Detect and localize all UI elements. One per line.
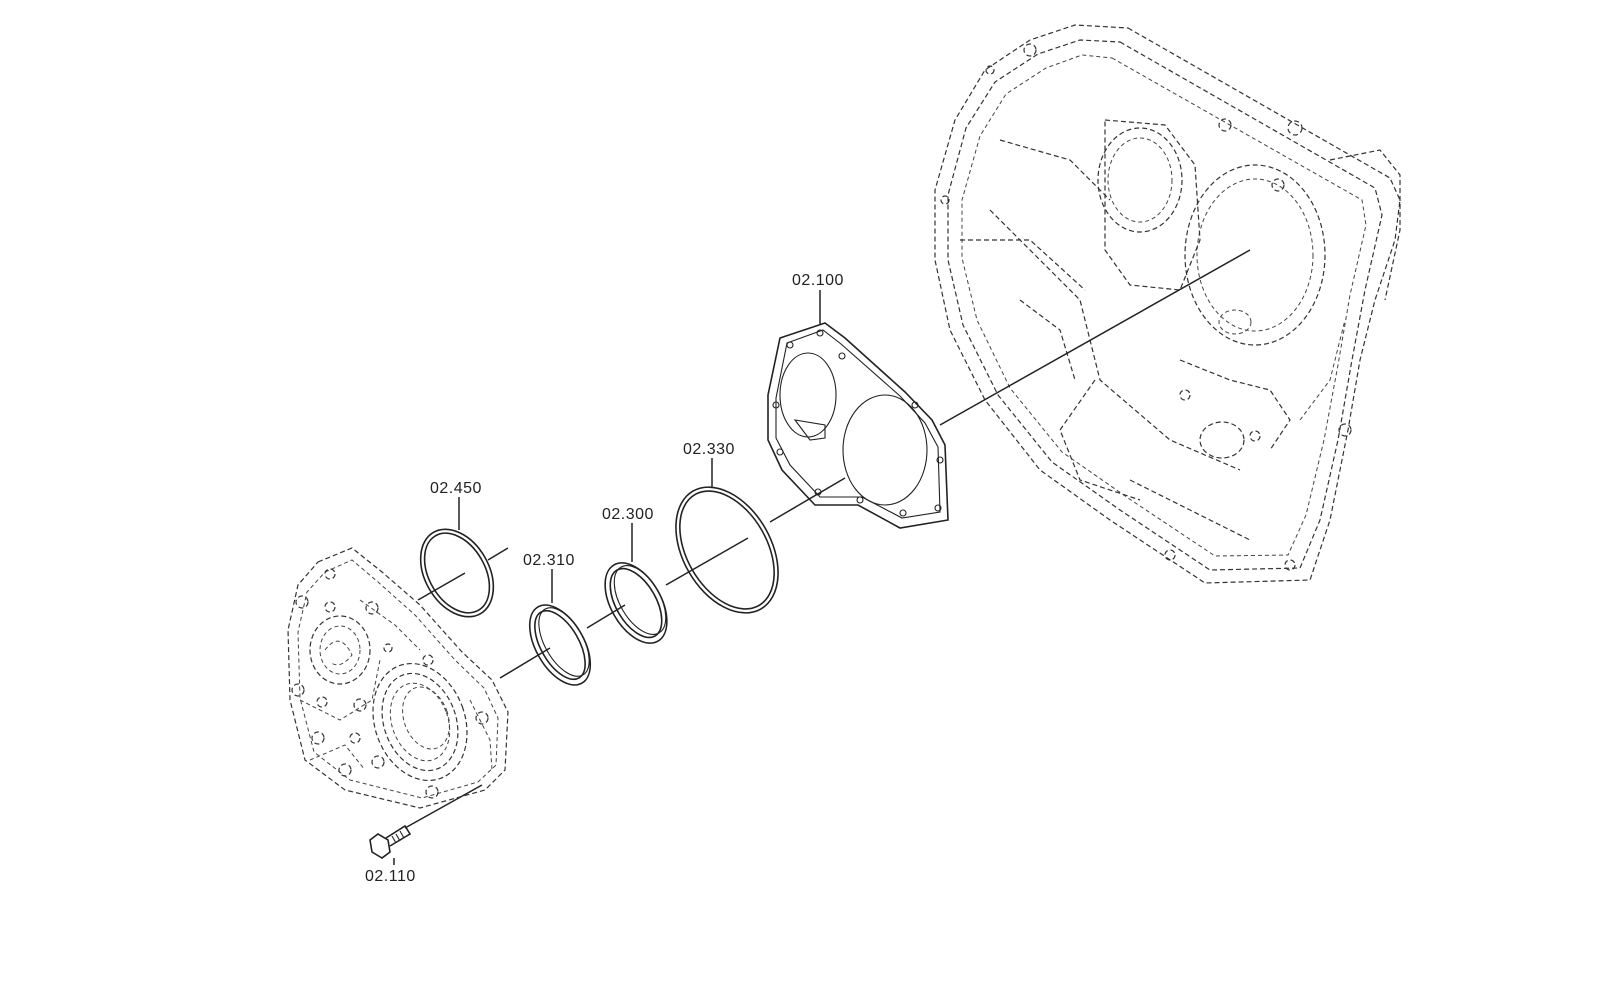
bolt-02-110 <box>369 824 412 859</box>
seal-ring-02-310 <box>528 604 592 686</box>
gasket-02-100 <box>767 322 949 529</box>
label-02-100: 02.100 <box>792 272 844 289</box>
label-02-330: 02.330 <box>683 441 735 458</box>
o-ring-02-330 <box>675 486 779 614</box>
part-labels: 02.100 02.330 02.300 02.310 02.450 02.11… <box>365 272 844 885</box>
o-ring-02-450 <box>419 528 495 618</box>
label-02-310: 02.310 <box>523 552 575 569</box>
cover-housing <box>287 547 509 809</box>
label-02-450: 02.450 <box>430 480 482 497</box>
leader-lines <box>393 290 821 865</box>
label-02-110: 02.110 <box>365 868 416 885</box>
transmission-housing <box>934 24 1401 584</box>
seal-ring-02-300 <box>604 562 668 644</box>
label-02-300: 02.300 <box>602 506 654 523</box>
assembly-axis <box>404 249 1251 829</box>
